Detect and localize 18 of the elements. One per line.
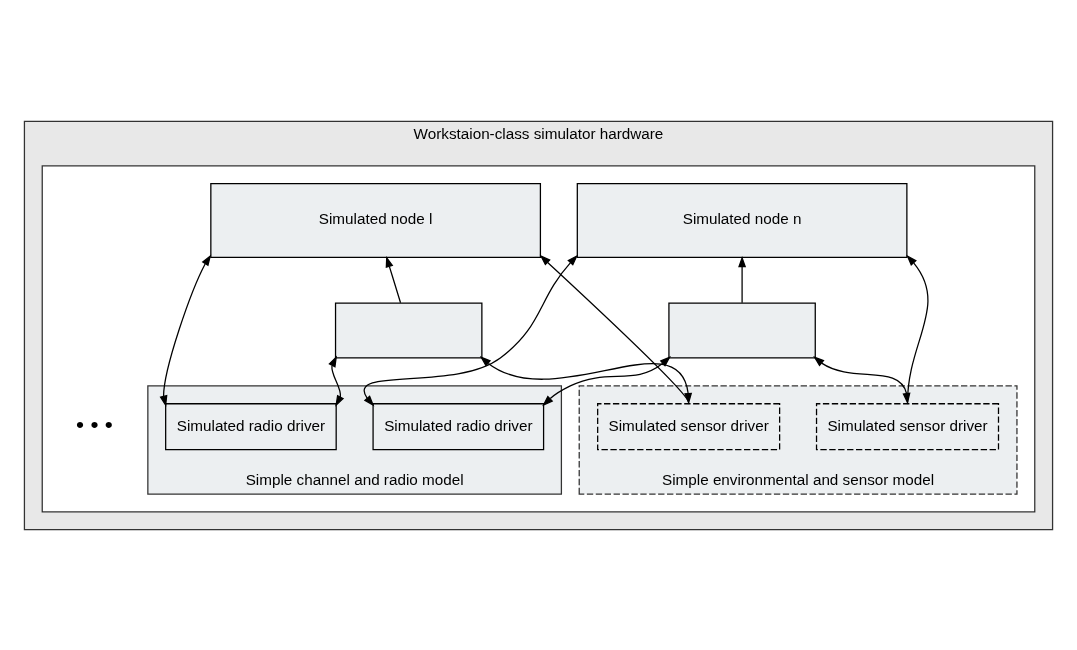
arrow [363,254,578,406]
arrow [479,355,693,404]
arrow [738,255,747,303]
node-box: Simulated radio driver [165,402,337,450]
arrow [159,254,212,407]
node-box [668,302,816,359]
node-box: Simulated node l [210,182,542,258]
cluster [41,164,1036,513]
node-box: Simulated node n [576,182,908,258]
arrow [542,355,671,406]
node-box: Simulated sensor driver [597,402,781,450]
arrow [813,355,911,404]
node-box: Simulated radio driver [372,402,545,450]
node-box: Simulated sensor driver [815,402,1000,450]
arrow [385,255,402,303]
node-box [334,302,483,359]
arrow [328,355,345,407]
label: • • • [76,410,113,437]
